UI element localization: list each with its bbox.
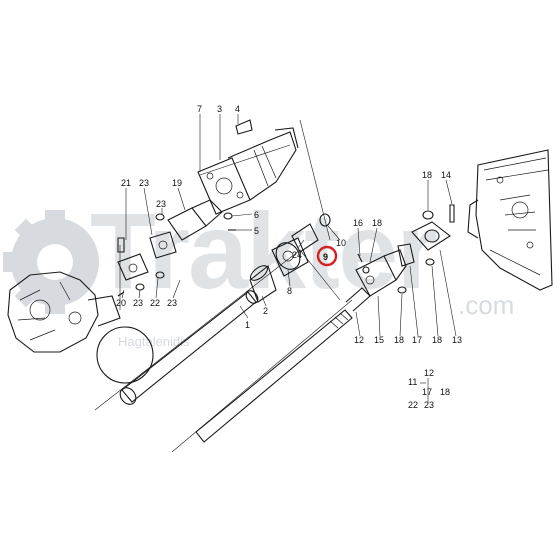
watermark-domain: .com xyxy=(458,290,515,320)
key-label-18: 18 xyxy=(440,387,450,397)
bearing-2 xyxy=(249,265,277,303)
fasteners-left xyxy=(117,212,236,297)
label-13: 13 xyxy=(452,335,462,345)
label-18: 18 xyxy=(432,335,442,345)
label-12: 12 xyxy=(354,335,364,345)
label-20: 20 xyxy=(116,298,126,308)
label-17: 17 xyxy=(412,335,422,345)
key-label-11: 11 xyxy=(408,377,417,387)
label-3: 3 xyxy=(217,104,222,114)
label-14: 14 xyxy=(441,170,451,180)
label-18: 18 xyxy=(394,335,404,345)
label-18: 18 xyxy=(422,170,432,180)
watermark-author: Hagtalenidis xyxy=(118,334,190,349)
bolt-4 xyxy=(235,119,253,135)
key-label-12: 12 xyxy=(424,368,434,378)
splined-shaft xyxy=(195,287,371,443)
front-axle-housing xyxy=(7,271,154,384)
label-10: 10 xyxy=(336,238,346,248)
label-8: 8 xyxy=(287,286,292,296)
key-diagram: 12 11 17 18 22 23 xyxy=(408,368,450,410)
key-label-22: 22 xyxy=(408,400,418,410)
leader-lines xyxy=(121,114,457,337)
key-label-17: 17 xyxy=(422,387,432,397)
label-23: 23 xyxy=(139,178,149,188)
label-23: 23 xyxy=(133,298,143,308)
label-19: 19 xyxy=(172,178,182,188)
label-4: 4 xyxy=(235,104,240,114)
label-22: 22 xyxy=(150,298,160,308)
label-18: 18 xyxy=(372,218,382,228)
assembly-frame xyxy=(94,119,353,453)
label-21: 21 xyxy=(121,178,131,188)
label-24: 24 xyxy=(292,250,302,260)
drive-shaft-tube xyxy=(119,290,259,405)
universal-joint-left xyxy=(117,199,223,281)
support-bracket xyxy=(197,127,299,215)
part-labels: 7 3 4 21 23 19 23 6 5 20 23 22 23 8 2 1 … xyxy=(116,104,462,345)
transmission-housing xyxy=(467,149,553,291)
label-5: 5 xyxy=(254,226,259,236)
label-23: 23 xyxy=(167,298,177,308)
bearing-housing-8 xyxy=(271,237,309,277)
watermark-gear-icon xyxy=(3,210,99,314)
label-1: 1 xyxy=(245,320,250,330)
label-2: 2 xyxy=(263,306,268,316)
label-15: 15 xyxy=(374,335,384,345)
label-16: 16 xyxy=(353,218,363,228)
highlight-label: 9 xyxy=(323,252,328,262)
fasteners-right xyxy=(357,204,455,294)
key-label-23: 23 xyxy=(424,400,434,410)
label-23: 23 xyxy=(156,199,166,209)
seal-rings xyxy=(291,213,331,253)
highlight-circle xyxy=(316,245,338,267)
label-6: 6 xyxy=(254,210,259,220)
label-7: 7 xyxy=(197,104,202,114)
universal-joint-right xyxy=(355,221,451,297)
